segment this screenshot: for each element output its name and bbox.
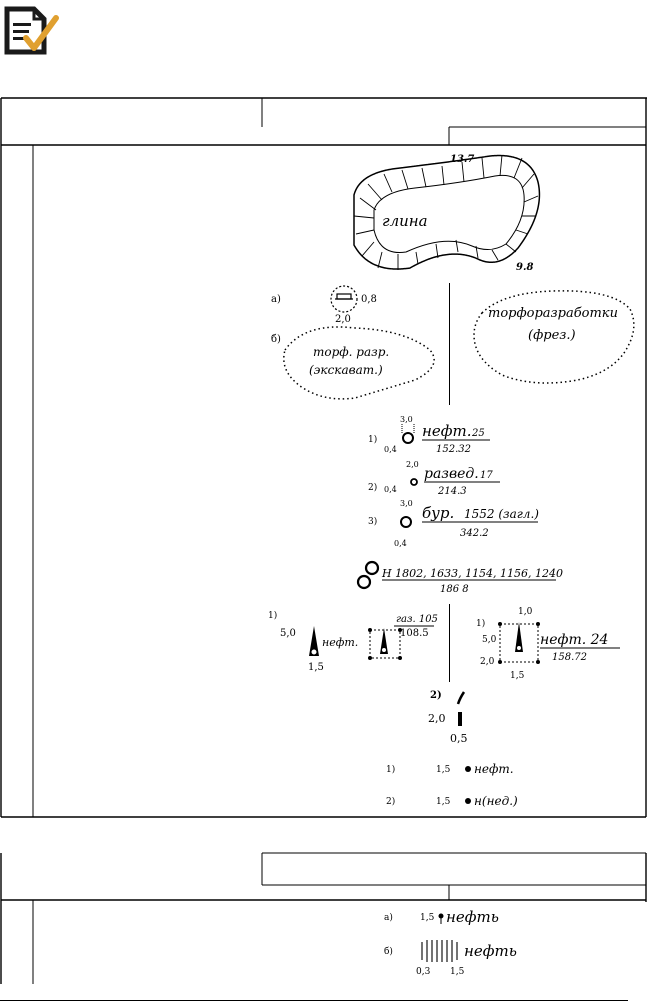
peat-a-marker: а)	[271, 294, 281, 305]
derrick-base: 1,5	[308, 662, 324, 673]
peat-excavator-symbol: а) 0,8 2,0 б) торф. разр. (экскават.)	[271, 285, 435, 400]
well-3-marker: 3)	[368, 516, 377, 527]
peat-c-line2: (фрез.)	[528, 328, 576, 343]
derrick-r-width: 2,0	[480, 657, 495, 667]
bottom-a-label: нефть	[446, 908, 499, 926]
derrick-r-height: 5,0	[482, 635, 497, 645]
table-frame-top	[0, 97, 648, 818]
page-bottom-rule	[0, 1000, 628, 1001]
divider-peat	[449, 283, 450, 405]
bottom-b-w: 0,3	[416, 967, 431, 976]
point-2-gap: 1,5	[436, 797, 451, 807]
document-check-icon	[4, 6, 60, 56]
well-1: 1) 3,0 0,4 нефт. 25 152.32	[368, 415, 490, 455]
small-height: 2,0	[428, 712, 446, 725]
well-3-name: бур.	[422, 504, 454, 522]
point-2-marker: 2)	[386, 796, 395, 807]
derrick-label: нефт.	[322, 636, 358, 649]
derrick-marker: 1)	[268, 610, 277, 621]
peat-b-line2: (экскават.)	[309, 363, 383, 377]
well-3-top: 3,0	[400, 499, 413, 508]
well-2-num: 17	[480, 470, 493, 481]
small-base: 0,5	[450, 732, 468, 745]
well-3-value: 342.2	[460, 528, 489, 539]
point-1-marker: 1)	[386, 764, 395, 775]
well-group-name: Н 1802, 1633, 1154, 1156, 1240	[381, 567, 563, 580]
well-3-left: 0,4	[394, 539, 407, 548]
derrick-r-marker: 1)	[476, 618, 485, 629]
peat-milling-symbol: торфоразработки (фрез.)	[473, 290, 635, 384]
clay-symbol: глина 13.7 9.8	[353, 154, 541, 273]
well-1-num: 25	[471, 428, 485, 439]
well-3: 3) 3,0 0,4 бур. 1552 (загл.) 342.2	[368, 499, 539, 548]
well-2-marker: 2)	[368, 482, 377, 493]
bottom-symbols: а) 1,5 нефть б) нефть 0,3 1,5	[384, 908, 517, 976]
points-symbols: 1) 1,5 нефт. 2) 1,5 н(нед.)	[386, 762, 518, 808]
well-2: 2) 2,0 0,4 развед. 17 214.3	[368, 460, 500, 497]
small-derrick-symbol: 2) 2,0 0,5	[428, 690, 468, 745]
divider-derrick	[449, 604, 450, 682]
well-1-marker: 1)	[368, 434, 377, 445]
derrick-r-value: 158.72	[552, 652, 587, 663]
bottom-b-label: нефть	[464, 942, 517, 960]
well-2-value: 214.3	[437, 486, 467, 497]
derrick-symbols: 1) 5,0 1,5 нефт. газ. 105 108.5	[268, 610, 438, 673]
well-3-num: 1552 (загл.)	[464, 507, 539, 521]
peat-b-line1: торф. разр.	[313, 345, 389, 359]
peat-c-line1: торфоразработки	[488, 306, 618, 321]
clay-elev-bottom: 9.8	[516, 262, 533, 273]
point-1-gap: 1,5	[436, 765, 451, 775]
table-frame-bottom	[0, 852, 648, 984]
bottom-b-gap: 1,5	[450, 967, 465, 976]
bottom-b-marker: б)	[384, 946, 393, 957]
bottom-a-gap: 1,5	[420, 913, 435, 923]
peat-b-marker: б)	[271, 334, 281, 345]
well-group-value: 186 8	[440, 584, 469, 595]
clay-elev-top: 13.7	[450, 154, 474, 165]
derrick-r-label: нефт. 24	[540, 632, 608, 648]
derrick-gas-value: 108.5	[400, 628, 429, 639]
peat-a-gap: 2,0	[335, 314, 351, 325]
derrick-r-top: 1,0	[518, 607, 533, 617]
derrick-right-symbol: 1) 1,0 5,0 2,0 1,5 нефт. 24 158.72	[476, 607, 620, 681]
point-1-label: нефт.	[474, 762, 514, 776]
well-1-left: 0,4	[384, 445, 397, 454]
small-marker: 2)	[430, 690, 442, 701]
well-group-symbol: Н 1802, 1633, 1154, 1156, 1240 186 8	[356, 560, 563, 595]
derrick-gas-label: газ. 105	[396, 614, 438, 625]
wells-symbols: 1) 3,0 0,4 нефт. 25 152.32 2) 2,0 0,4 ра…	[368, 415, 539, 548]
derrick-height: 5,0	[280, 628, 296, 639]
derrick-r-base: 1,5	[510, 671, 525, 681]
well-2-name: развед.	[424, 466, 479, 482]
well-1-value: 152.32	[436, 444, 471, 455]
bottom-a-marker: а)	[384, 912, 393, 923]
well-2-top: 2,0	[406, 460, 419, 469]
clay-label: глина	[382, 212, 428, 230]
well-2-left: 0,4	[384, 485, 397, 494]
point-2-label: н(нед.)	[474, 794, 518, 808]
well-1-name: нефт.	[422, 422, 472, 440]
peat-a-size: 0,8	[361, 294, 377, 305]
well-1-top: 3,0	[400, 415, 413, 424]
